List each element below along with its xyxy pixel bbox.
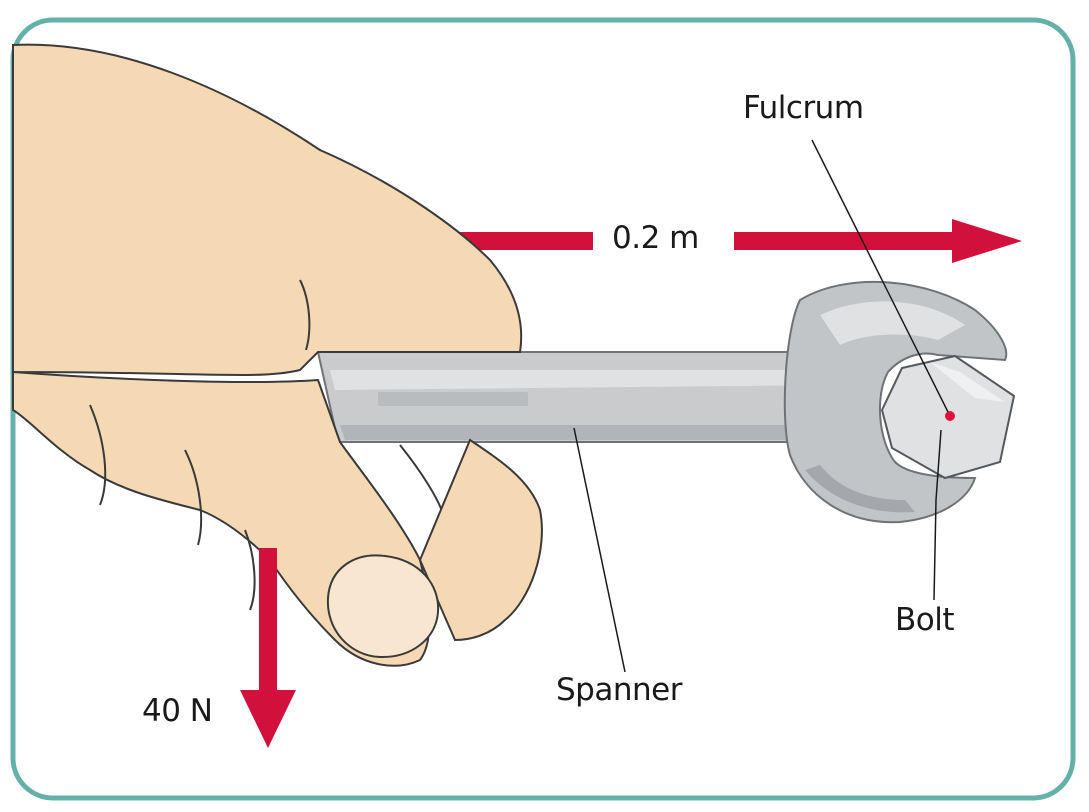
- force-arrow: [240, 548, 296, 748]
- spanner-leader: [573, 427, 626, 673]
- fulcrum-dot: [945, 411, 955, 421]
- distance-label: 0.2 m: [612, 220, 699, 256]
- spanner-label: Spanner: [556, 672, 682, 708]
- spanner: [316, 280, 1008, 524]
- force-label: 40 N: [142, 693, 213, 729]
- fulcrum-leader: [811, 139, 949, 413]
- bolt-leader: [933, 429, 942, 601]
- hand: [12, 43, 543, 667]
- bolt-label: Bolt: [895, 602, 955, 638]
- fulcrum-label: Fulcrum: [743, 90, 864, 126]
